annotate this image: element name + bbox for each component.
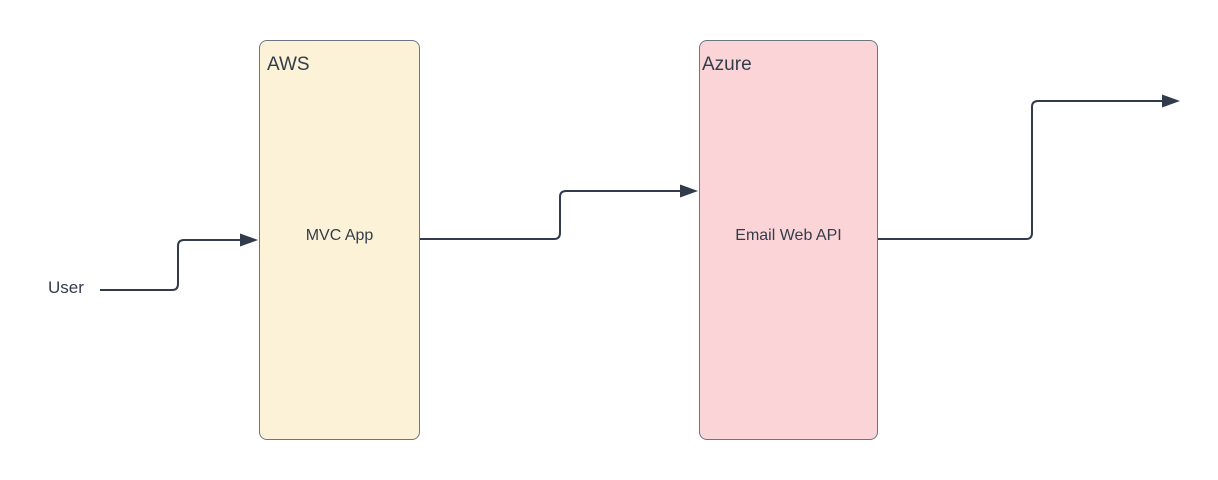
container-aws-label: AWS	[267, 54, 310, 75]
arrowhead-icon	[240, 233, 258, 247]
connector-line	[100, 239, 242, 291]
connector-user-to-mvc-app[interactable]	[100, 233, 258, 291]
arrowhead-icon	[1162, 94, 1180, 108]
container-azure[interactable]: Azure Email Web API	[699, 40, 878, 440]
connector-email-web-api-to-right[interactable]	[878, 94, 1180, 240]
connector-line	[420, 190, 682, 240]
arrowhead-icon	[680, 184, 698, 198]
connector-line	[878, 100, 1164, 240]
node-user-label[interactable]: User	[48, 278, 84, 297]
container-azure-label: Azure	[702, 54, 752, 75]
node-mvc-app-label: MVC App	[305, 227, 374, 244]
connector-mvc-app-to-email-web-api[interactable]	[420, 184, 698, 240]
container-aws[interactable]: AWS MVC App	[259, 40, 420, 440]
node-email-web-api-label: Email Web API	[735, 227, 842, 244]
